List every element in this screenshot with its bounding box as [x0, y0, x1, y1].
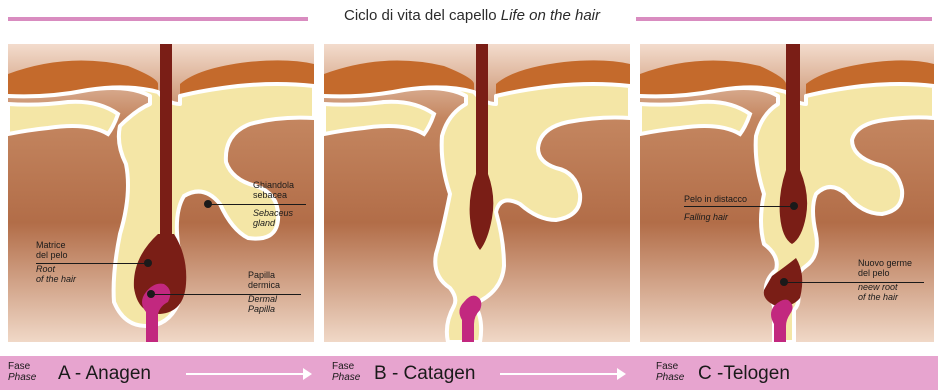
falling-hair-label: Pelo in distacco Falling hair [684, 194, 747, 222]
panel-telogen: Pelo in distacco Falling hair Nuovo germ… [640, 44, 934, 342]
dermal-papilla-italian: Papilla dermica [248, 270, 280, 290]
title-rule-right [636, 17, 932, 21]
hair-matrix-english: Root of the hair [36, 264, 76, 284]
sebaceous-gland-leader [210, 204, 306, 205]
title-row: Ciclo di vita del capello Life on the ha… [0, 0, 938, 36]
phase-catagen-prefix-it: Fase [332, 361, 360, 372]
phase-telogen-name: C -Telogen [698, 363, 790, 385]
hair-matrix-italian: Matrice del pelo [36, 240, 76, 260]
arrow-anagen-to-catagen [186, 373, 306, 375]
phase-telogen-prefix-it: Fase [656, 361, 684, 372]
falling-hair-english: Falling hair [684, 212, 747, 222]
arrow-catagen-to-telogen [500, 373, 620, 375]
new-germ-label: Nuovo germe del pelo neew root of the ha… [858, 258, 912, 302]
phase-telogen: Fase Phase C -Telogen [656, 356, 826, 390]
diagram-title: Ciclo di vita del capello Life on the ha… [312, 7, 632, 24]
dermal-papilla-english: Dermal Papilla [248, 294, 280, 314]
phase-catagen-prefix-en: Phase [332, 372, 360, 383]
phase-bar: Fase Phase A - Anagen Fase Phase B - Cat… [0, 356, 938, 390]
hair-matrix-leader [36, 263, 148, 264]
new-germ-leader [786, 282, 924, 283]
dermal-papilla-label: Papilla dermica Dermal Papilla [248, 270, 280, 314]
phase-anagen-prefix-en: Phase [8, 372, 36, 383]
hair-matrix-marker [144, 259, 152, 267]
phase-telogen-prefix-en: Phase [656, 372, 684, 383]
falling-hair-marker [790, 202, 798, 210]
new-germ-english: neew root of the hair [858, 282, 912, 302]
panel-catagen [324, 44, 630, 342]
phase-catagen-prefix: Fase Phase [332, 361, 360, 383]
dermal-papilla-leader [153, 294, 301, 295]
phase-anagen-prefix: Fase Phase [8, 361, 36, 383]
falling-hair-leader [684, 206, 794, 207]
title-italian: Ciclo di vita del capello [344, 7, 497, 24]
phase-anagen: Fase Phase A - Anagen [8, 356, 178, 390]
hair-matrix-label: Matrice del pelo Root of the hair [36, 240, 76, 284]
phase-telogen-prefix: Fase Phase [656, 361, 684, 383]
sebaceous-gland-italian: Ghiandola sebacea [253, 180, 294, 200]
phase-catagen-name: B - Catagen [374, 363, 475, 385]
phase-anagen-name: A - Anagen [58, 363, 151, 385]
new-germ-italian: Nuovo germe del pelo [858, 258, 912, 278]
phase-catagen: Fase Phase B - Catagen [332, 356, 502, 390]
panel-anagen: Ghiandola sebacea Sebaceus gland Matrice… [8, 44, 314, 342]
title-english: Life on the hair [501, 7, 600, 24]
title-rule-left [8, 17, 308, 21]
phase-anagen-prefix-it: Fase [8, 361, 36, 372]
catagen-illustration [324, 44, 630, 342]
sebaceous-gland-english: Sebaceus gland [253, 208, 294, 228]
falling-hair-italian: Pelo in distacco [684, 194, 747, 204]
